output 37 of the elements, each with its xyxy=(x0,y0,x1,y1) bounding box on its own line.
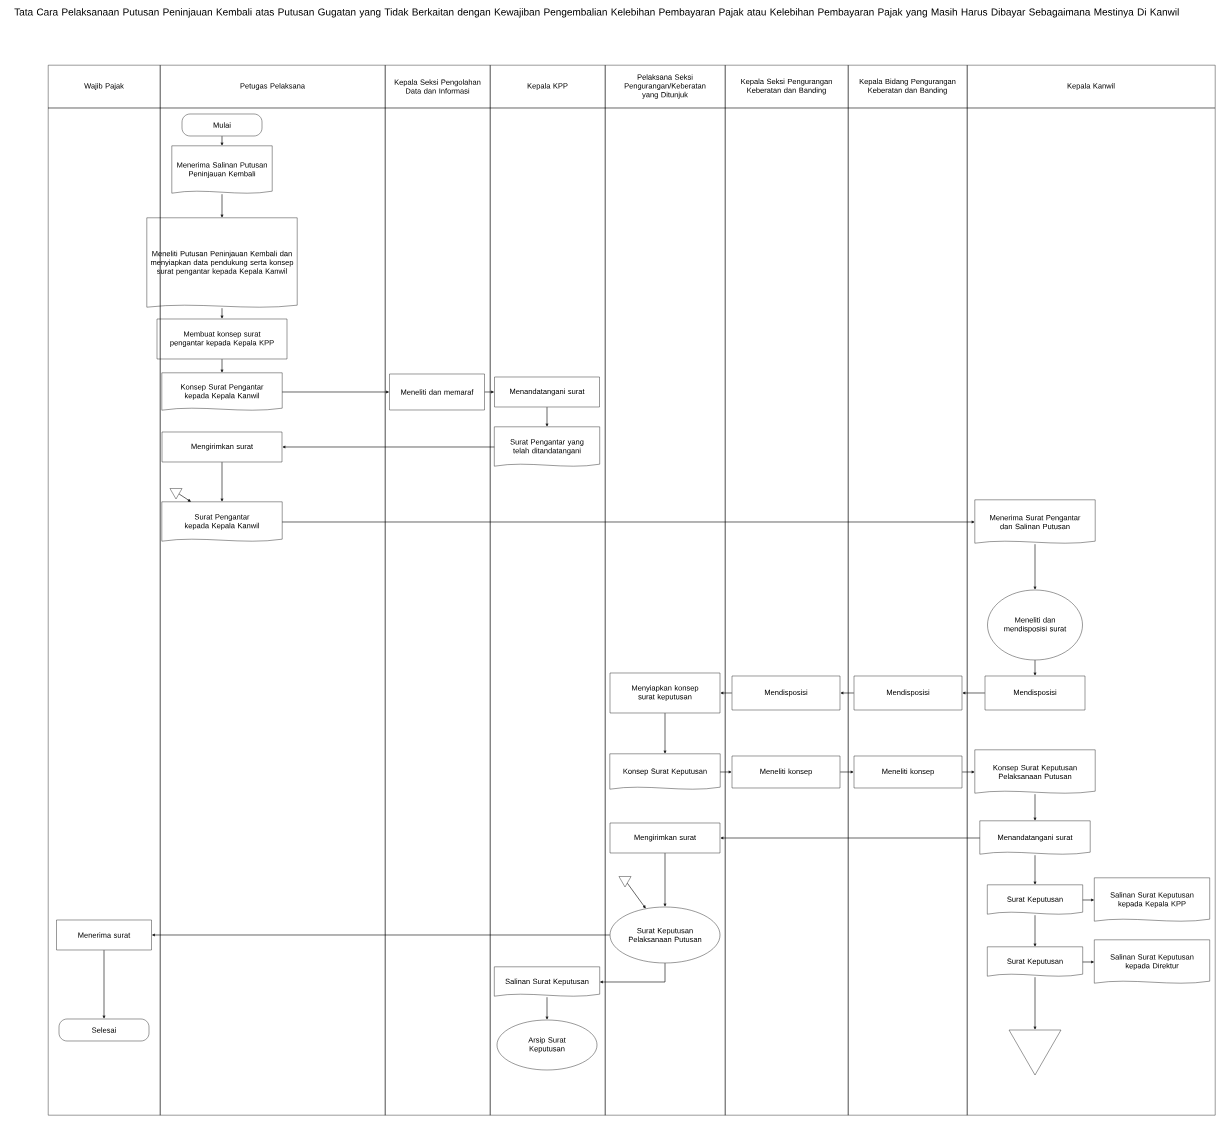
arrow xyxy=(220,193,224,218)
arrow xyxy=(545,996,549,1020)
connector-triangle xyxy=(169,488,183,500)
arrow xyxy=(627,882,646,909)
arrow xyxy=(1033,793,1037,821)
title: Tata Cara Pelaksanaan Putusan Peninjauan Kembali atas Putusan Gugatan yang Tidak Berkaitan dengan Kewajiban Pengembalian Kelebihan Pembayaran Pajak atau Kelebihan Pembayaran Pajak yang Masih Harus Dibayar Sebagaimana Mestinya Di Kanwil xyxy=(14,8,1179,18)
arrow xyxy=(220,358,224,373)
arrow xyxy=(663,852,667,907)
arrow xyxy=(1033,914,1037,947)
arrow xyxy=(962,691,986,695)
arrow xyxy=(839,770,854,774)
arrow xyxy=(484,390,494,394)
arrow xyxy=(720,691,733,695)
arrow xyxy=(178,493,191,502)
arrow xyxy=(281,390,389,394)
arrow xyxy=(600,962,666,984)
arrow xyxy=(1033,659,1037,676)
arrow xyxy=(1033,854,1037,885)
arrow xyxy=(281,520,975,524)
connector-triangle xyxy=(618,876,632,888)
arrow xyxy=(720,836,981,840)
arrow xyxy=(152,933,611,937)
arrow xyxy=(1033,976,1037,1030)
arrow xyxy=(220,135,224,146)
arrow xyxy=(1082,960,1094,964)
arrow xyxy=(719,770,732,774)
arrow xyxy=(1082,898,1094,902)
arrow xyxy=(220,461,224,502)
arrow xyxy=(663,712,667,754)
arrow xyxy=(545,406,549,427)
arrow xyxy=(1033,543,1037,590)
arrow xyxy=(840,691,855,695)
arrow xyxy=(282,445,495,449)
connector-triangle xyxy=(1008,1029,1062,1076)
arrow xyxy=(102,949,106,1019)
arrow xyxy=(961,770,975,774)
arrow xyxy=(220,307,224,319)
